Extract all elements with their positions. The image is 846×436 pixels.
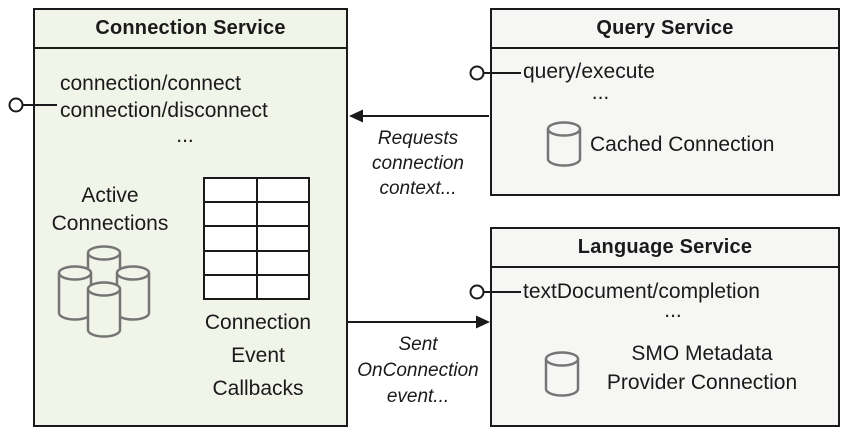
method-query-execute: query/execute [523,60,655,83]
cached-connection-label: Cached Connection [590,133,775,156]
cylinder-left [57,265,93,321]
cylinder-right [115,265,151,321]
connection-service-title: Connection Service [95,17,286,39]
active-connections-label: Active Connections [51,184,169,235]
callbacks-table-cell [205,227,256,250]
connection-methods-ellipsis: ... [176,124,194,147]
sent-arrow-right-icon [348,315,490,329]
database-cylinder-icon [546,121,582,167]
requests-connection-context-label: Requests connection context... [372,128,464,199]
query-service-box: Query Service [490,8,840,196]
callbacks-table-cell [257,251,308,274]
smo-metadata-provider-connection-label: SMO Metadata Provider Connection [606,342,798,394]
callbacks-table-cell [257,179,308,202]
method-connection-disconnect: connection/disconnect [60,99,268,122]
method-textdocument-completion: textDocument/completion [523,280,760,303]
language-service-header: Language Service [492,229,838,268]
language-service-box: Language Service [490,227,840,427]
database-cluster-icon [57,245,151,338]
callbacks-table-cell [257,275,308,298]
callbacks-table-cell [205,179,256,202]
callbacks-table-cell [205,251,256,274]
query-service-title: Query Service [596,17,734,39]
requests-arrow-left-icon [349,109,489,123]
database-cylinder-icon [544,351,580,397]
connection-service-header: Connection Service [35,10,346,49]
connection-service-methods: connection/connect connection/disconnect [60,70,268,124]
sent-onconnection-event-label: Sent OnConnection event... [357,334,479,407]
method-connection-connect: connection/connect [60,72,241,95]
callbacks-table [203,177,310,300]
cylinder-front [86,281,122,338]
connection-event-callbacks-label: Connection Event Callbacks [204,311,312,400]
query-methods-ellipsis: ... [591,81,610,104]
callbacks-table-cell [257,227,308,250]
language-methods-ellipsis: ... [664,299,682,322]
callbacks-table-cell [205,203,256,226]
callbacks-table-cell [205,275,256,298]
query-service-header: Query Service [492,10,838,49]
language-service-title: Language Service [577,236,753,258]
callbacks-table-cell [257,203,308,226]
